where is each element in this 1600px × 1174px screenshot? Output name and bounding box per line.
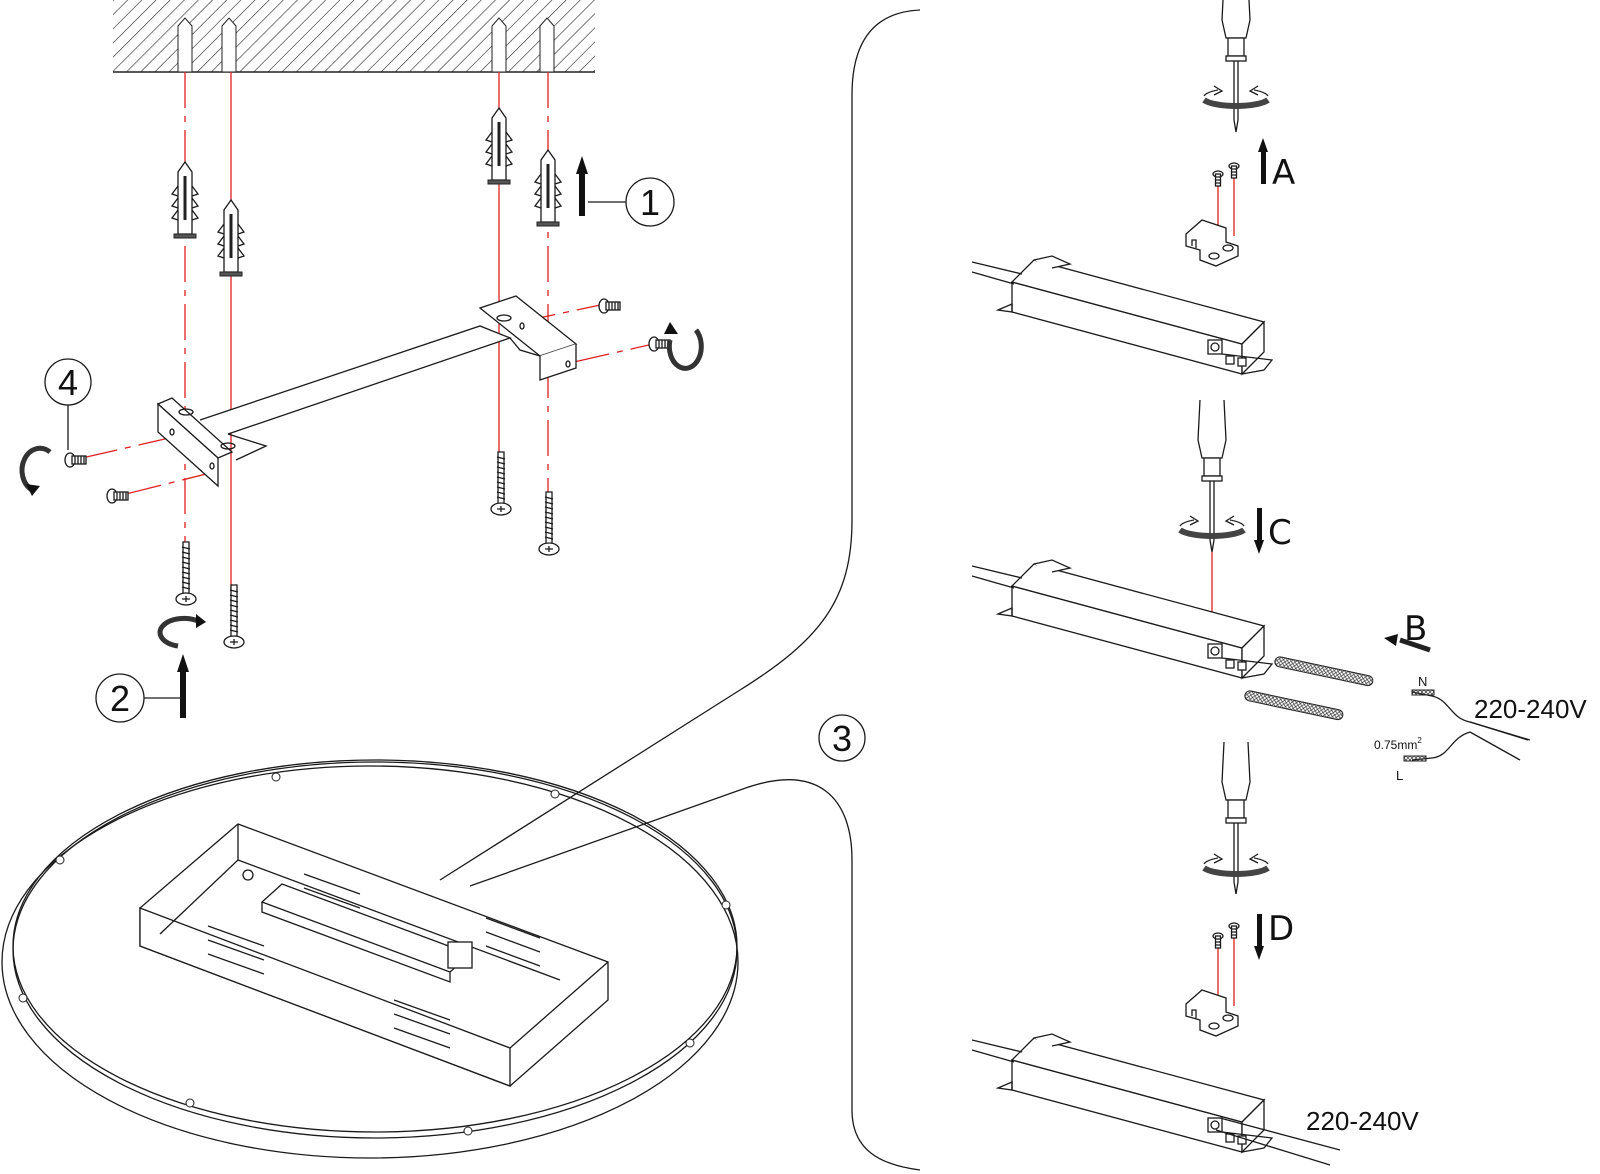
light-fixture — [1, 759, 739, 1159]
drill-holes — [177, 17, 555, 73]
cross-section-label: 0.75mm2 — [1374, 736, 1422, 752]
wiring-step-d: D 220-240V — [971, 741, 1419, 1166]
side-screw — [648, 336, 671, 352]
step-4-label: 4 — [58, 362, 78, 403]
live-label: L — [1396, 768, 1403, 783]
section-divider — [439, 9, 921, 1171]
driver-box — [139, 823, 609, 1087]
side-screw — [598, 298, 621, 314]
arrow-left-icon — [1384, 634, 1398, 646]
arrow-down-icon — [1257, 508, 1262, 544]
neutral-label: N — [1418, 674, 1427, 689]
step-4-circle — [44, 358, 92, 406]
ceiling-section — [113, 0, 595, 73]
guide-lines — [81, 72, 663, 590]
step-3-label: 3 — [832, 718, 852, 759]
mains-cable — [1403, 689, 1531, 762]
mounting-bracket — [156, 295, 578, 488]
wood-screw — [538, 491, 560, 556]
rotate-up-icon — [666, 328, 704, 371]
step-c-label: C — [1268, 513, 1292, 553]
step-1-circle — [625, 177, 675, 227]
wiring-step-a: A — [971, 0, 1295, 375]
wood-screw — [490, 451, 512, 516]
rotate-ccw-icon — [19, 445, 52, 493]
insulation-sleeves — [1244, 656, 1374, 721]
side-screw — [106, 488, 129, 504]
step-3-circle — [818, 714, 866, 762]
step-b-label: B — [1404, 609, 1427, 649]
push-arrows — [177, 156, 588, 718]
ceiling-hatch — [113, 0, 595, 72]
step-callouts: 1 2 3 4 — [44, 177, 866, 762]
rotation-arrows — [19, 322, 704, 649]
step-1-label: 1 — [640, 182, 660, 223]
wiring-step-c: C — [971, 399, 1374, 721]
step-d-label: D — [1268, 909, 1294, 949]
step-a-label: A — [1272, 153, 1295, 193]
rotate-cw-icon — [157, 615, 202, 649]
voltage-label-d: 220-240V — [1306, 1106, 1419, 1136]
arrow-up-icon — [180, 670, 186, 718]
step-2-circle — [95, 673, 145, 723]
arrow-down-icon — [1257, 914, 1262, 950]
wiring-step-b: B N L 0.75mm2 220-240V — [1374, 609, 1587, 783]
arrow-up-icon — [579, 172, 585, 216]
bracket-screws — [64, 298, 671, 649]
wood-screw — [175, 541, 197, 606]
voltage-label-b: 220-240V — [1474, 694, 1587, 724]
wood-screw — [223, 584, 245, 649]
side-screw — [64, 452, 87, 468]
arrow-up-icon — [1261, 150, 1266, 184]
step-2-label: 2 — [110, 678, 130, 719]
